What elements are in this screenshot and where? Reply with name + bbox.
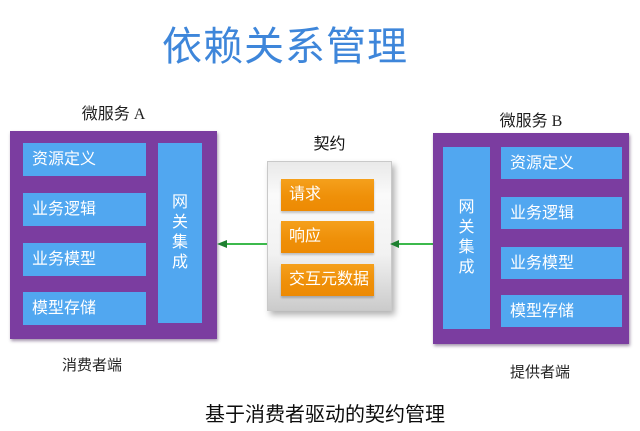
contract-to-consumer-arrow-icon (217, 240, 267, 248)
microservice-b-block-business-model: 业务模型 (501, 247, 622, 279)
microservice-b-label: 微服务 B (499, 113, 563, 130)
microservice-a-block-resource-definition: 资源定义 (23, 143, 146, 176)
microservice-b-block-business-logic: 业务逻辑 (501, 197, 622, 229)
contract-item-response: 响应 (281, 221, 374, 253)
microservice-b-block-model-storage: 模型存储 (501, 295, 622, 327)
contract-panel: 请求 响应 交互元数据 (267, 161, 392, 311)
diagram-caption: 基于消费者驱动的契约管理 (205, 404, 445, 426)
contract-item-interaction-metadata: 交互元数据 (281, 264, 374, 296)
provider-side-label: 提供者端 (510, 365, 571, 381)
microservice-a-gateway-label: 网关集成 (171, 194, 188, 271)
microservice-a-label: 微服务 A (81, 106, 146, 123)
contract-item-request: 请求 (281, 179, 374, 211)
contract-label: 契约 (313, 136, 346, 153)
microservice-a-panel: 资源定义 业务逻辑 业务模型 模型存储 网关集成 (10, 131, 217, 339)
microservice-a-block-business-logic: 业务逻辑 (23, 193, 146, 226)
consumer-side-label: 消费者端 (62, 358, 123, 374)
microservice-a-block-model-storage: 模型存储 (23, 292, 146, 325)
microservice-b-gateway-bar: 网关集成 (443, 147, 490, 329)
microservice-b-block-resource-definition: 资源定义 (501, 147, 622, 179)
microservice-a-gateway-bar: 网关集成 (158, 143, 202, 323)
microservice-b-panel: 网关集成 资源定义 业务逻辑 业务模型 模型存储 (433, 133, 629, 344)
microservice-b-gateway-label: 网关集成 (458, 199, 475, 276)
provider-to-contract-arrow-icon (390, 240, 433, 248)
microservice-a-block-business-model: 业务模型 (23, 243, 146, 276)
page-title: 依赖关系管理 (162, 24, 408, 70)
